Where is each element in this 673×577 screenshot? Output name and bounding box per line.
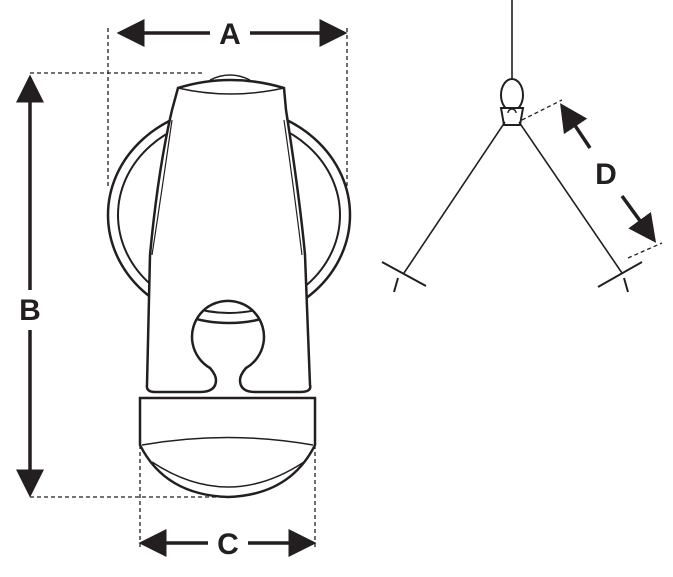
left-plate <box>381 261 427 293</box>
label-d: D <box>595 158 617 191</box>
clip-body <box>145 78 312 394</box>
extension-lines <box>30 28 663 548</box>
right-plate <box>597 261 643 293</box>
label-c: C <box>217 528 239 561</box>
dimension-arrows <box>15 19 657 557</box>
hanging-rig <box>381 0 643 293</box>
clip-base <box>138 396 317 499</box>
label-b: B <box>19 294 41 327</box>
label-a: A <box>219 18 241 51</box>
